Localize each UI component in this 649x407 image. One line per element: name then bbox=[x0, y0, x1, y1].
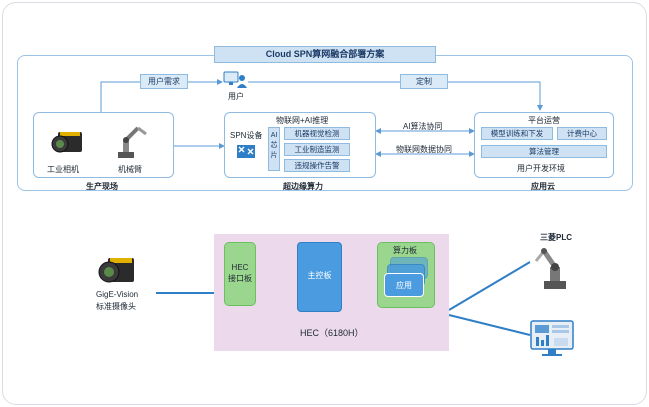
user-label: 用户 bbox=[228, 92, 244, 101]
robot-arm-icon bbox=[118, 126, 147, 158]
production-caption: 生产现场 bbox=[86, 182, 118, 191]
plc-robot-icon bbox=[534, 248, 566, 289]
user-computer-icon bbox=[223, 71, 247, 88]
user-demand-label: 用户需求 bbox=[140, 74, 188, 89]
hec-interface-board bbox=[224, 242, 256, 306]
edge-caption: 超边缘算力 bbox=[283, 182, 323, 191]
ai-algo-link-label: AI算法协同 bbox=[403, 122, 443, 131]
custom-label: 定制 bbox=[400, 74, 448, 89]
gige-camera-icon bbox=[98, 258, 134, 283]
cloud-item: 计费中心 bbox=[557, 127, 607, 140]
camera-label-line2: 标准摄像头 bbox=[96, 302, 136, 311]
cloud-header: 平台运营 bbox=[528, 116, 560, 125]
monitor-icon bbox=[530, 320, 574, 356]
hec-interface-board-label: HEC 接口板 bbox=[224, 262, 256, 284]
cloud-caption: 应用云 bbox=[531, 182, 555, 191]
edge-header: 物联网+AI推理 bbox=[276, 116, 329, 125]
production-item-label: 机械臂 bbox=[118, 165, 142, 174]
iot-data-link-label: 物联网数据协同 bbox=[396, 145, 452, 154]
cloud-item: 算法管理 bbox=[481, 145, 607, 158]
hec-board-line2: 接口板 bbox=[228, 274, 252, 283]
app-card bbox=[384, 273, 424, 297]
app-card-label: 应用 bbox=[396, 281, 412, 290]
diagram-title: Cloud SPN算网融合部署方案 bbox=[214, 46, 436, 63]
plc-label: 三菱PLC bbox=[540, 233, 572, 242]
compute-board-label: 算力板 bbox=[393, 246, 417, 255]
production-item-label: 工业相机 bbox=[47, 165, 79, 174]
cloud-subtitle: 用户开发环境 bbox=[517, 164, 565, 173]
ai-chip-label: AI芯片 bbox=[268, 127, 280, 171]
industrial-camera-icon bbox=[51, 132, 82, 153]
edge-app-item: 机器视觉检测 bbox=[284, 127, 350, 140]
edge-app-item: 工业制造监测 bbox=[284, 143, 350, 156]
hec-board-line1: HEC bbox=[231, 263, 249, 272]
cloud-item: 模型训练和下发 bbox=[481, 127, 553, 140]
camera-label-line1: GigE-Vision bbox=[96, 290, 139, 299]
spn-device-icon bbox=[237, 145, 255, 158]
main-board bbox=[297, 242, 342, 312]
edge-app-item: 违规操作告警 bbox=[284, 159, 350, 172]
spn-device-label: SPN设备 bbox=[230, 131, 263, 140]
hec-caption: HEC（6180H） bbox=[300, 328, 364, 338]
main-board-label: 主控板 bbox=[307, 271, 332, 280]
